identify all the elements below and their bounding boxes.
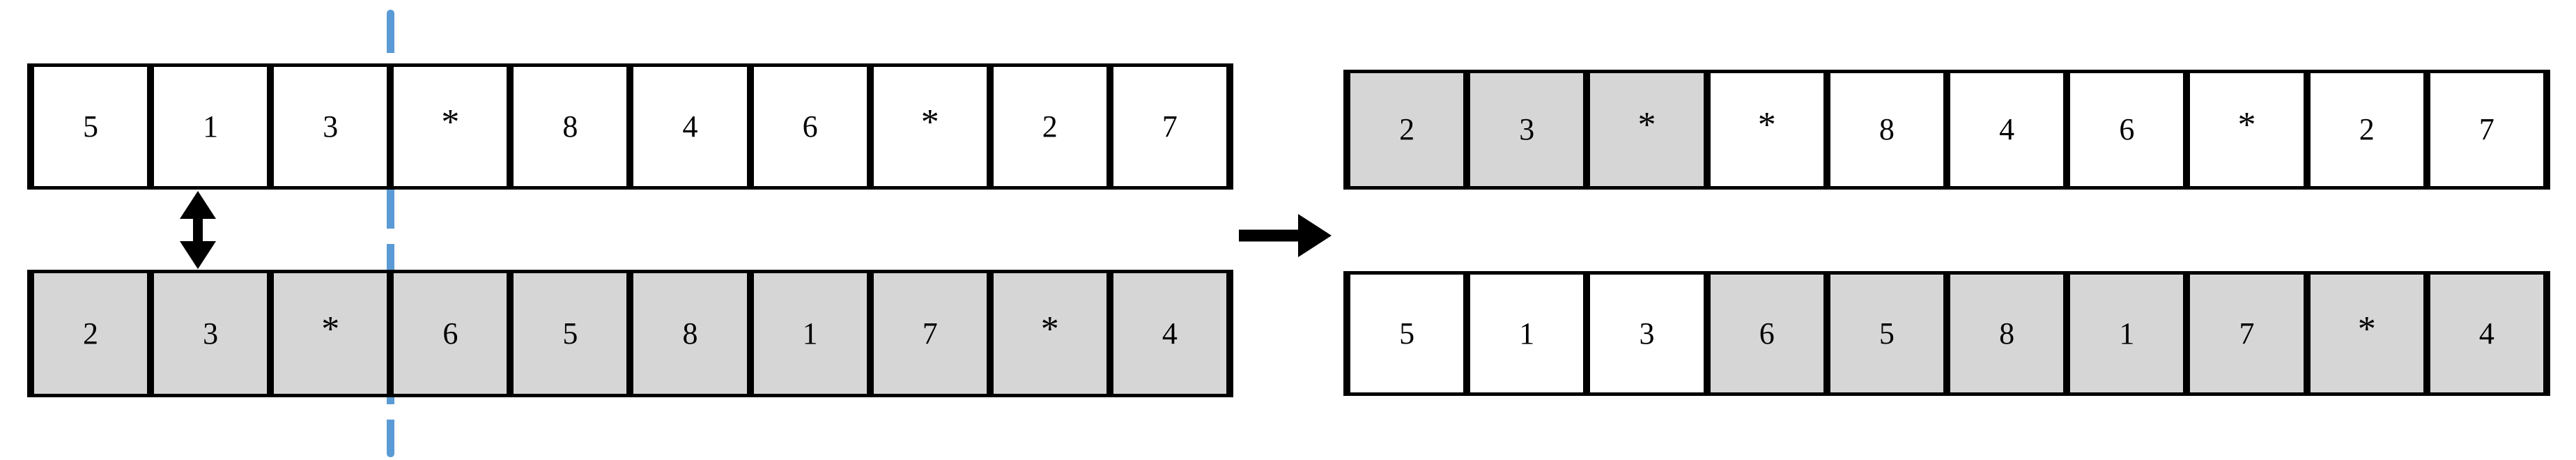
array-cell-value: 6 bbox=[1759, 316, 1775, 351]
array-cell: 1 bbox=[1467, 275, 1587, 392]
array-cell-value: 4 bbox=[682, 109, 698, 144]
array-cell: 6 bbox=[390, 273, 511, 394]
array-cell-value: 4 bbox=[1999, 112, 2015, 146]
array-cell-value: 7 bbox=[2239, 316, 2255, 351]
array-cell-value: 5 bbox=[1399, 316, 1415, 351]
array-cell-value: 2 bbox=[83, 316, 99, 351]
split-dashed-line-left bbox=[387, 10, 394, 457]
array-cell-value: * bbox=[321, 309, 340, 349]
array-cell: 1 bbox=[750, 273, 870, 394]
array-cell: 2 bbox=[1347, 73, 1467, 186]
array-cell-value: * bbox=[2357, 309, 2376, 349]
array-cell: * bbox=[870, 67, 990, 186]
array-cell-value: 8 bbox=[682, 316, 698, 351]
array-cell: 7 bbox=[870, 273, 990, 394]
array-cell: 3 bbox=[1587, 275, 1707, 392]
array-cell-value: * bbox=[1757, 105, 1776, 145]
array-cell: * bbox=[2306, 275, 2427, 392]
array-cell: 2 bbox=[31, 273, 151, 394]
array-cell-value: 1 bbox=[802, 316, 818, 351]
array-cell-value: 7 bbox=[2478, 112, 2494, 146]
array-cell-value: 5 bbox=[83, 109, 99, 144]
arrow-head-right bbox=[1298, 214, 1332, 257]
array-cell: * bbox=[1587, 73, 1707, 186]
array-cell: 3 bbox=[151, 273, 271, 394]
array-cell: * bbox=[1706, 73, 1827, 186]
array-cell-value: 8 bbox=[1879, 112, 1895, 146]
array-cell-value: 6 bbox=[2119, 112, 2135, 146]
array-cell: 4 bbox=[1947, 73, 2067, 186]
array-cell: 7 bbox=[2186, 275, 2307, 392]
array-cell: 1 bbox=[2067, 275, 2187, 392]
array-cell: 6 bbox=[2067, 73, 2187, 186]
left-bottom-array: 2 3 * 6 5 8 1 7 * 4 bbox=[27, 270, 1233, 397]
arrow-head-down bbox=[180, 241, 216, 269]
array-cell-value: 8 bbox=[562, 109, 578, 144]
transform-right-arrow bbox=[1239, 214, 1332, 257]
array-cell: 5 bbox=[510, 273, 631, 394]
left-top-array: 5 1 3 * 8 4 6 * 2 7 bbox=[27, 63, 1233, 190]
array-cell: 5 bbox=[1347, 275, 1467, 392]
array-cell-value: 8 bbox=[1999, 316, 2015, 351]
vertical-swap-arrow bbox=[173, 191, 222, 269]
array-cell: 5 bbox=[31, 67, 151, 186]
array-cell-value: * bbox=[441, 102, 460, 142]
array-cell-value: 2 bbox=[1042, 109, 1058, 144]
array-cell: 3 bbox=[270, 67, 391, 186]
array-cell-value: 1 bbox=[203, 109, 219, 144]
array-cell: 6 bbox=[1706, 275, 1827, 392]
right-top-array: 2 3 * * 8 4 6 * 2 7 bbox=[1343, 70, 2550, 190]
array-cell-value: 7 bbox=[922, 316, 938, 351]
array-cell-value: 4 bbox=[2478, 316, 2494, 351]
array-cell-value: 7 bbox=[1162, 109, 1178, 144]
arrow-shaft bbox=[193, 215, 203, 245]
array-cell-value: * bbox=[1040, 309, 1059, 349]
array-cell: * bbox=[390, 67, 511, 186]
array-cell-value: * bbox=[2237, 105, 2256, 145]
array-cell: 3 bbox=[1467, 73, 1587, 186]
array-cell: 7 bbox=[1109, 67, 1230, 186]
right-bottom-array: 5 1 3 6 5 8 1 7 * 4 bbox=[1343, 271, 2550, 396]
array-cell: 4 bbox=[630, 67, 750, 186]
array-cell-value: 1 bbox=[1519, 316, 1535, 351]
array-cell-value: 5 bbox=[1879, 316, 1895, 351]
array-cell-value: * bbox=[920, 102, 939, 142]
array-cell: 8 bbox=[1826, 73, 1948, 186]
array-cell: * bbox=[270, 273, 391, 394]
array-cell-value: 6 bbox=[442, 316, 458, 351]
array-cell-value: * bbox=[1637, 105, 1656, 145]
array-cell-value: 1 bbox=[2119, 316, 2135, 351]
array-cell-value: 3 bbox=[1519, 112, 1535, 146]
array-cell: 5 bbox=[1826, 275, 1948, 392]
array-cell-value: 3 bbox=[1639, 316, 1655, 351]
array-cell-value: 2 bbox=[2359, 112, 2375, 146]
array-cell-value: 3 bbox=[323, 109, 339, 144]
array-cell: 4 bbox=[1109, 273, 1230, 394]
array-cell-value: 3 bbox=[203, 316, 219, 351]
array-cell: 7 bbox=[2426, 73, 2547, 186]
array-cell: 2 bbox=[2306, 73, 2427, 186]
array-cell: * bbox=[2186, 73, 2307, 186]
array-cell-value: 4 bbox=[1162, 316, 1178, 351]
array-cell: 4 bbox=[2426, 275, 2547, 392]
array-cell: * bbox=[989, 273, 1110, 394]
arrow-head-up bbox=[180, 191, 216, 219]
array-cell: 8 bbox=[1947, 275, 2067, 392]
array-cell: 8 bbox=[510, 67, 631, 186]
array-cell-value: 6 bbox=[802, 109, 818, 144]
array-cell: 6 bbox=[750, 67, 870, 186]
arrow-shaft bbox=[1239, 229, 1307, 242]
array-cell-value: 2 bbox=[1399, 112, 1415, 146]
array-cell: 8 bbox=[630, 273, 750, 394]
array-cell: 1 bbox=[151, 67, 271, 186]
array-cell: 2 bbox=[989, 67, 1110, 186]
array-cell-value: 5 bbox=[562, 316, 578, 351]
